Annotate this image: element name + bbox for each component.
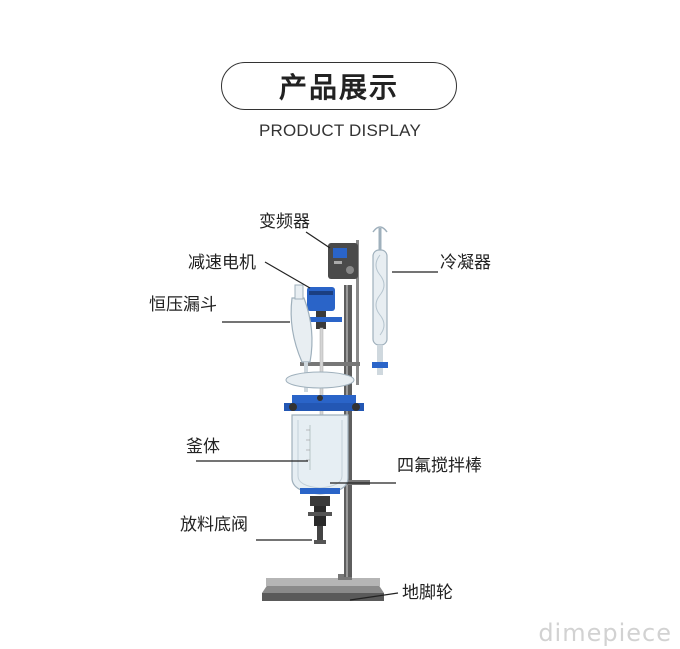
callout-reducer-motor: 减速电机 — [188, 253, 256, 273]
callout-ptfe-stirrer: 四氟搅拌棒 — [397, 456, 482, 476]
callout-discharge-valve: 放料底阀 — [180, 515, 248, 535]
callout-inverter: 变频器 — [259, 212, 310, 232]
discharge-valve — [308, 496, 332, 544]
section-subtitle: PRODUCT DISPLAY — [258, 121, 422, 140]
callout-lines — [196, 231, 438, 601]
inverter-unit — [328, 243, 358, 279]
watermark: dimepiece — [538, 619, 672, 647]
callout-base: 地脚轮 — [402, 583, 453, 603]
vessel-lid — [284, 371, 364, 411]
vessel-body — [291, 414, 349, 495]
section-title: 产品展示 — [221, 62, 457, 110]
callout-dropping-funnel: 恒压漏斗 — [149, 295, 217, 315]
callout-condenser: 冷凝器 — [440, 253, 491, 273]
condenser — [372, 226, 388, 375]
base-plate — [262, 574, 384, 601]
callout-vessel-body: 釜体 — [186, 437, 220, 457]
reducer-motor — [302, 287, 342, 329]
